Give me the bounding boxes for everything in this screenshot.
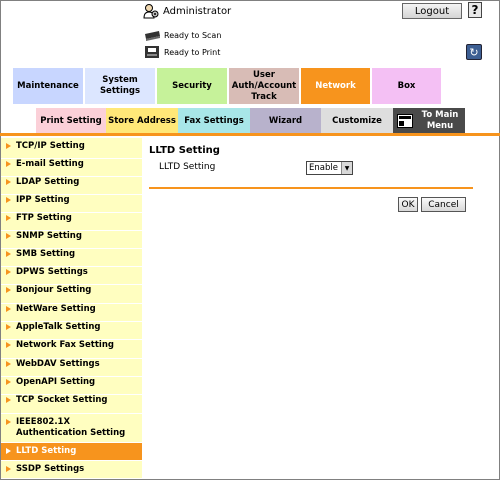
tab-underline xyxy=(0,133,500,136)
sidebar-item-lltd[interactable]: LLTD Setting xyxy=(1,443,142,461)
refresh-button[interactable]: ↻ xyxy=(466,44,482,60)
ok-button[interactable]: OK xyxy=(398,197,418,212)
tab-box[interactable]: Box xyxy=(371,67,442,105)
arrow-icon xyxy=(6,269,11,275)
chevron-down-icon: ▼ xyxy=(341,162,352,174)
print-status-text: Ready to Print xyxy=(164,47,221,57)
printer-icon xyxy=(145,46,159,58)
arrow-icon xyxy=(6,251,11,257)
sidebar-item-email[interactable]: E-mail Setting xyxy=(1,159,142,177)
administrator-icon xyxy=(143,4,159,19)
page-title: LLTD Setting xyxy=(149,145,220,156)
arrow-icon xyxy=(6,466,11,472)
lltd-setting-label: LLTD Setting xyxy=(159,162,216,172)
tab-user-auth-account-track[interactable]: User Auth/Account Track xyxy=(228,67,300,105)
scan-status: Ready to Scan xyxy=(143,27,221,43)
sidebar-item-smb[interactable]: SMB Setting xyxy=(1,249,142,267)
tab-maintenance[interactable]: Maintenance xyxy=(12,67,84,105)
arrow-icon xyxy=(6,379,11,385)
arrow-icon xyxy=(6,324,11,330)
help-button[interactable]: ? xyxy=(468,2,482,18)
tab-security[interactable]: Security xyxy=(156,67,228,105)
sidebar-item-tcp-socket[interactable]: TCP Socket Setting xyxy=(1,395,142,414)
sidebar-item-netware[interactable]: NetWare Setting xyxy=(1,304,142,322)
sidebar-item-dpws[interactable]: DPWS Settings xyxy=(1,267,142,285)
cancel-button[interactable]: Cancel xyxy=(421,197,466,212)
sidebar: TCP/IP Setting E-mail Setting LDAP Setti… xyxy=(1,138,142,479)
arrow-icon xyxy=(6,179,11,185)
sidebar-item-appletalk[interactable]: AppleTalk Setting xyxy=(1,322,142,340)
tab-fax-settings[interactable]: Fax Settings xyxy=(178,108,250,134)
arrow-icon xyxy=(6,287,11,293)
sidebar-item-bonjour[interactable]: Bonjour Setting xyxy=(1,285,142,304)
lltd-setting-value: Enable xyxy=(309,163,338,173)
arrow-icon xyxy=(6,233,11,239)
arrow-icon xyxy=(6,197,11,203)
content-divider xyxy=(149,187,473,189)
arrow-icon xyxy=(6,342,11,348)
main-menu-icon xyxy=(397,114,413,128)
scan-status-text: Ready to Scan xyxy=(164,30,222,40)
sidebar-item-snmp[interactable]: SNMP Setting xyxy=(1,231,142,249)
arrow-icon xyxy=(6,448,11,454)
sidebar-item-ipp[interactable]: IPP Setting xyxy=(1,195,142,213)
arrow-icon xyxy=(6,161,11,167)
scanner-icon xyxy=(145,31,160,41)
sidebar-item-network-fax[interactable]: Network Fax Setting xyxy=(1,340,142,359)
arrow-icon xyxy=(6,397,11,403)
sidebar-item-ftp[interactable]: FTP Setting xyxy=(1,213,142,231)
tab-store-address[interactable]: Store Address xyxy=(106,108,178,134)
to-main-menu-label: To Main Menu xyxy=(421,110,459,131)
arrow-icon xyxy=(6,361,11,367)
sidebar-item-ieee8021x[interactable]: IEEE802.1X Authentication Setting xyxy=(1,414,142,443)
refresh-icon: ↻ xyxy=(469,45,479,59)
sidebar-item-tcp-ip[interactable]: TCP/IP Setting xyxy=(1,141,142,159)
tab-customize[interactable]: Customize xyxy=(321,108,393,134)
arrow-icon xyxy=(6,306,11,312)
sidebar-item-openapi[interactable]: OpenAPI Setting xyxy=(1,377,142,395)
tab-network[interactable]: Network xyxy=(300,67,371,105)
user-name: Administrator xyxy=(163,5,232,17)
logout-button[interactable]: Logout xyxy=(402,3,462,19)
arrow-icon xyxy=(6,419,11,425)
sidebar-item-ldap[interactable]: LDAP Setting xyxy=(1,177,142,195)
user-area: Administrator xyxy=(143,3,231,19)
arrow-icon xyxy=(6,143,11,149)
sidebar-item-webdav[interactable]: WebDAV Settings xyxy=(1,359,142,377)
to-main-menu-button[interactable]: To Main Menu xyxy=(393,108,465,134)
tab-print-setting[interactable]: Print Setting xyxy=(36,108,106,134)
arrow-icon xyxy=(6,215,11,221)
lltd-setting-select[interactable]: Enable ▼ xyxy=(306,161,353,175)
sidebar-item-ssdp[interactable]: SSDP Settings xyxy=(1,461,142,479)
tab-wizard[interactable]: Wizard xyxy=(250,108,321,134)
tab-system-settings[interactable]: System Settings xyxy=(84,67,156,105)
print-status: Ready to Print xyxy=(143,44,220,60)
